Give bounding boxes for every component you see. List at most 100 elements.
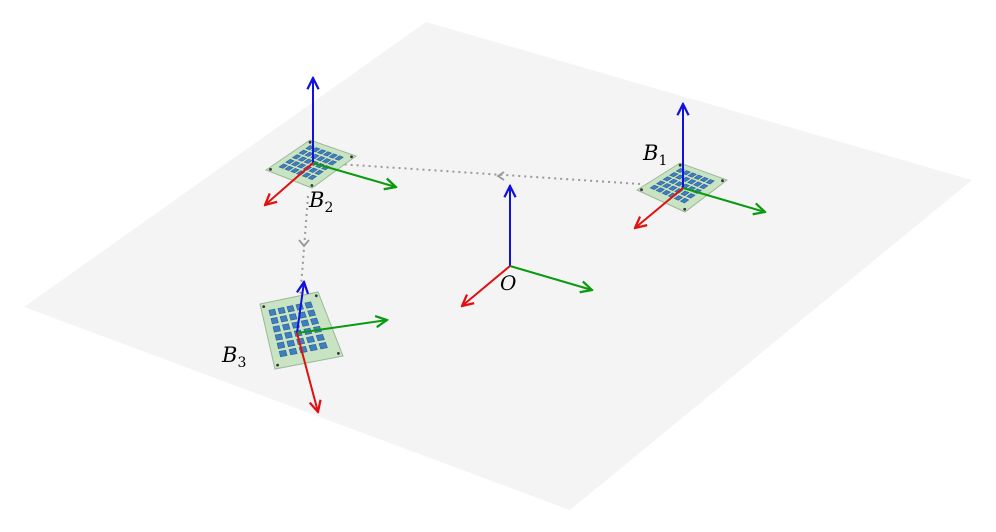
b3-z-axis	[297, 282, 304, 334]
board-pad	[291, 161, 301, 167]
board-b2: B2	[265, 78, 396, 216]
board-pad	[279, 315, 289, 323]
link-arrowhead-b2-b3	[298, 239, 310, 248]
board-pad	[315, 333, 325, 342]
board-b2-pads	[269, 140, 353, 187]
board-pad	[301, 172, 312, 178]
board-mount-hole	[350, 155, 353, 159]
link-b1-to-b2	[307, 161, 641, 185]
board-pad	[290, 168, 300, 174]
b3-label-subscript: 3	[237, 355, 246, 371]
board-pad	[304, 151, 314, 157]
board-pad	[304, 301, 314, 309]
board-pad	[687, 179, 697, 185]
board-pad	[306, 335, 315, 344]
board-pad	[274, 333, 284, 341]
board-pad	[316, 156, 326, 162]
board-pad	[286, 305, 295, 313]
board-pad	[693, 174, 703, 180]
board-pad	[277, 306, 286, 315]
board-pad	[687, 172, 697, 178]
b1-x-axis	[635, 187, 684, 228]
board-pad	[699, 183, 709, 190]
b3-label: B3	[221, 343, 246, 371]
transform-links	[298, 161, 641, 301]
board-pad	[298, 149, 308, 155]
board-pad	[268, 308, 277, 317]
board-pad	[286, 339, 296, 347]
board-pad	[655, 187, 666, 193]
board-pad	[291, 154, 302, 160]
b2-label: B2	[308, 188, 333, 216]
board-pad	[322, 151, 333, 157]
board-mount-hole	[640, 188, 643, 192]
board-pad	[288, 347, 298, 356]
board-pad	[668, 185, 678, 191]
board-pad	[334, 155, 344, 161]
board-mount-hole	[308, 140, 312, 144]
board-b3-pads	[262, 294, 340, 367]
board-pad	[297, 156, 308, 162]
origin-y-axis	[509, 265, 592, 290]
b3-x-axis	[296, 332, 318, 412]
board-pad	[705, 179, 715, 185]
b2-x-axis	[265, 162, 314, 205]
board-mount-hole	[276, 363, 279, 367]
board-mount-hole	[337, 352, 340, 355]
ground-plane	[24, 22, 972, 510]
board-pad	[318, 342, 328, 350]
board-mount-hole	[721, 179, 724, 183]
board-b1-pads	[640, 163, 724, 211]
board-pad	[321, 158, 332, 164]
board-b3: B3	[221, 282, 387, 412]
board-pad	[662, 176, 673, 182]
board-pad	[680, 190, 690, 197]
board-pad	[284, 165, 294, 171]
origin-x-axis	[462, 265, 511, 306]
board-mount-hole	[678, 163, 682, 167]
board-pad	[316, 149, 327, 155]
board-pad	[327, 160, 338, 166]
b1-label: B1	[642, 141, 667, 169]
board-pad	[656, 180, 666, 186]
board-mount-hole	[314, 294, 318, 298]
board-pad	[699, 176, 709, 183]
board-pad	[285, 158, 295, 165]
board-pad	[673, 195, 684, 201]
board-pad	[270, 317, 279, 325]
board-pad	[288, 313, 298, 321]
board-pad	[314, 169, 324, 176]
board-pad	[668, 178, 679, 184]
origin-label: O	[500, 271, 516, 295]
board-pad	[307, 174, 318, 180]
board-pad	[686, 193, 696, 199]
b2-y-axis	[312, 162, 396, 187]
board-pad	[282, 323, 291, 331]
board-pad	[303, 158, 313, 164]
board-pad	[328, 153, 338, 159]
board-b1: B1	[635, 104, 765, 228]
board-pad	[310, 317, 320, 325]
board-mount-hole	[269, 168, 272, 171]
board-pad	[669, 172, 679, 178]
board-mount-hole	[683, 207, 687, 211]
board-pad	[276, 341, 286, 349]
board-pad	[284, 331, 293, 339]
board-pad	[296, 163, 307, 169]
board-pad	[679, 197, 690, 204]
board-pad	[272, 325, 281, 333]
link-arrowhead-b1-b2	[496, 171, 505, 181]
board-pad	[662, 183, 672, 189]
b2-label-main: B	[308, 188, 324, 212]
board-pad	[307, 309, 316, 317]
b2-label-subscript: 2	[324, 200, 333, 216]
board-pad	[308, 344, 318, 352]
board-pad	[278, 349, 288, 358]
board-pad	[693, 181, 703, 187]
b1-y-axis	[682, 187, 765, 212]
board-pad	[308, 167, 318, 173]
b3-y-axis	[296, 320, 387, 334]
b1-label-main: B	[642, 141, 658, 165]
b1-label-subscript: 1	[658, 153, 667, 169]
